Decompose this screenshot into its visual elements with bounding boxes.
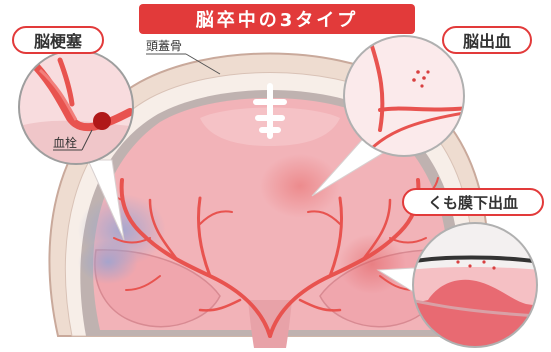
label-infarction: 脳梗塞: [12, 26, 104, 54]
page-title: 脳卒中の3タイプ: [139, 4, 415, 34]
label-subarachnoid: くも膜下出血: [402, 188, 544, 216]
thrombus-label: 血栓: [53, 134, 77, 151]
label-hemorrhage: 脳出血: [442, 26, 532, 54]
skull-label: 頭蓋骨: [146, 37, 182, 54]
thrombus-clot: [93, 112, 111, 130]
